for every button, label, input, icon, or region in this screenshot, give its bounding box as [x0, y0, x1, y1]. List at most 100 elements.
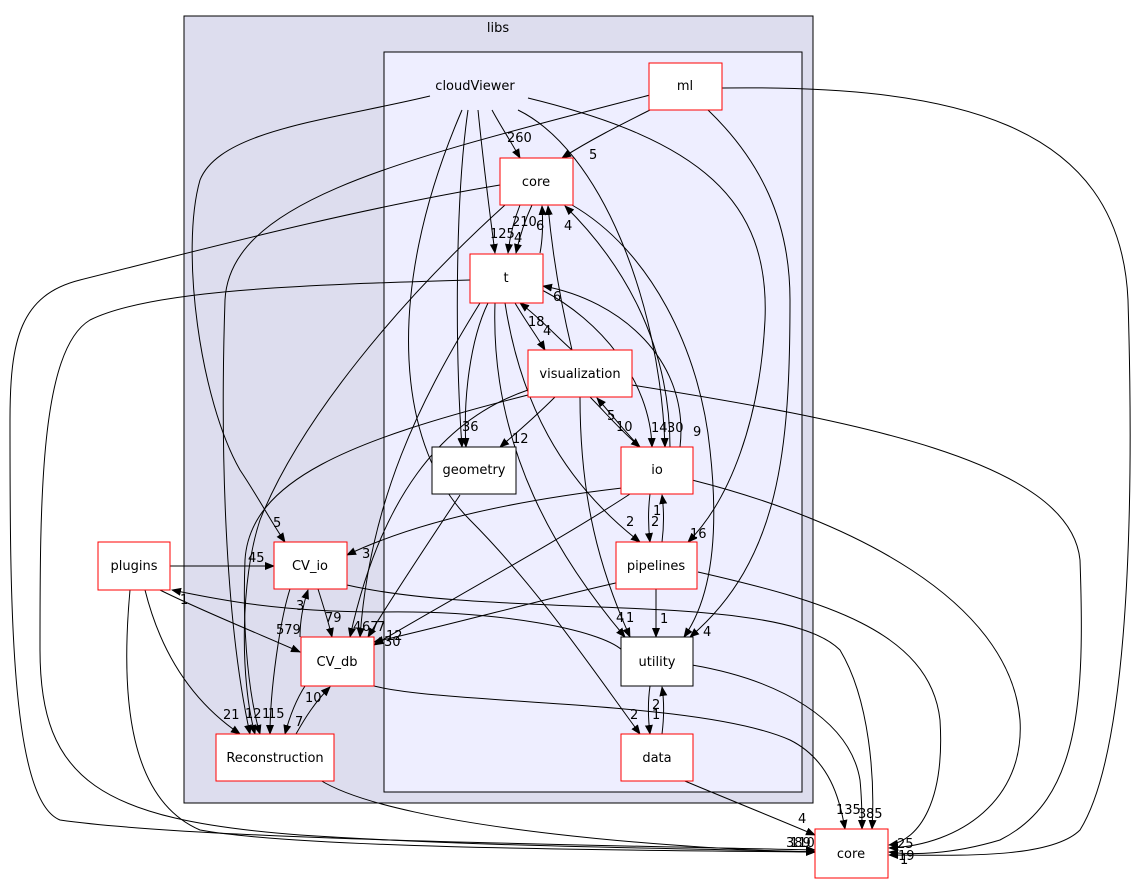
edge-pipelines-cvdb [373, 581, 621, 644]
edge-label: 79 [325, 611, 342, 626]
edge-label: 4 [798, 812, 806, 827]
node-cv-db[interactable]: CV_db [300, 636, 375, 687]
edge-label: 21 [223, 708, 240, 723]
edge-label: 4 [703, 625, 711, 640]
node-ml-label: ml [677, 79, 693, 94]
edge-label: 4 [514, 231, 522, 246]
edge-label: 4 [353, 620, 361, 635]
edge-t-vis [514, 302, 546, 351]
edge-cvdb-cvio [299, 589, 309, 638]
edge-io-core [564, 205, 671, 448]
edge-label: 1 [652, 708, 660, 723]
edge-vis-cvdb [348, 389, 529, 638]
node-core-inner-label: core [522, 175, 550, 190]
edge-t-geometry [461, 302, 489, 448]
edge-cloudviewer-pipelines [527, 97, 766, 543]
edge-label: 12 [386, 629, 403, 644]
node-cv-db-label: CV_db [317, 655, 358, 670]
cluster-cloudviewer[interactable]: cloudViewer [383, 51, 803, 793]
edge-geometry-cvdb [367, 494, 461, 638]
node-ml[interactable]: ml [648, 62, 723, 111]
node-io[interactable]: io [620, 446, 694, 495]
edge-vis-outer [631, 384, 1082, 858]
edge-cloudviewer-io [517, 109, 669, 448]
edge-t-utility [494, 302, 626, 638]
edge-label: 4 [543, 324, 551, 339]
edge-reconstruction-cvdb [295, 686, 331, 735]
node-data-label: data [642, 751, 671, 766]
edge-core-t-1 [505, 204, 521, 254]
node-visualization-label: visualization [539, 367, 620, 382]
edge-cloudviewer-t [477, 109, 498, 254]
edge-cloudviewer-cvio [191, 95, 431, 543]
node-cv-io[interactable]: CV_io [273, 541, 348, 590]
edge-label: 45 [248, 551, 265, 566]
node-t[interactable]: t [469, 253, 544, 304]
node-t-label: t [503, 271, 508, 286]
node-utility[interactable]: utility [620, 636, 694, 687]
edge-io-cvdb [373, 493, 631, 646]
edge-io-vis [596, 397, 641, 448]
edge-core-reconstruction [243, 204, 506, 735]
node-cv-io-label: CV_io [292, 559, 328, 574]
edge-cvdb-outer [373, 685, 848, 830]
node-visualization[interactable]: visualization [527, 349, 633, 398]
edge-label: 4 [564, 219, 572, 234]
node-pipelines[interactable]: pipelines [615, 541, 698, 590]
edge-vis-t [519, 302, 573, 351]
node-plugins-label: plugins [111, 559, 158, 574]
edge-label: 6 [553, 290, 561, 305]
edge-t-pipelines [504, 302, 641, 543]
edge-labels: 260 5 210 125 4 6 4 6 18 4 36 12 5 10 14… [180, 131, 915, 868]
edge-label: 1 [660, 612, 668, 627]
edge-reconstruction-outer [319, 779, 816, 856]
edge-label: 3 [362, 547, 370, 562]
node-pipelines-label: pipelines [627, 559, 686, 574]
edge-cvio-reconstruction [266, 588, 291, 735]
edge-label: 25 [897, 837, 914, 852]
edge-label: 19 [898, 849, 915, 864]
edge-ml-reconstruction [222, 94, 651, 735]
node-core-inner[interactable]: core [499, 157, 574, 206]
node-geometry[interactable]: geometry [431, 446, 517, 495]
edge-cvdb-reconstruction [283, 685, 306, 735]
edge-label: 7 [295, 715, 303, 730]
edge-utility-outer [691, 664, 866, 830]
edge-pipelines-io [659, 494, 668, 543]
edge-label: 7 [377, 620, 385, 635]
edge-label: 125 [490, 227, 515, 242]
edge-ml-outer [721, 87, 1131, 860]
edge-data-outer [679, 778, 816, 836]
edge-vis-geometry [499, 396, 556, 448]
edge-label: 1 [900, 853, 908, 868]
edge-io-pipelines [644, 493, 653, 543]
node-io-label: io [651, 463, 663, 478]
edge-ml-core [561, 109, 651, 159]
edge-label: 389 [786, 836, 811, 851]
node-plugins[interactable]: plugins [97, 541, 171, 591]
edge-label: 110 [790, 836, 815, 851]
edge-utility-plugins [171, 587, 623, 651]
edges [9, 87, 1131, 860]
edge-cloudviewer-data [408, 109, 641, 735]
edge-plugins-outer [126, 589, 816, 856]
edge-label: 30 [667, 421, 684, 436]
edge-label: 579 [276, 623, 301, 638]
edge-label: 210 [512, 215, 537, 230]
edge-label: 12 [512, 432, 529, 447]
node-data[interactable]: data [620, 733, 694, 782]
edge-label: 16 [690, 527, 707, 542]
edge-label: 135 [836, 803, 861, 818]
edge-label: 2 [626, 515, 634, 530]
edge-plugins-cvdb [159, 589, 301, 653]
nodes: ml core t visualization geometry io pipe… [97, 62, 889, 879]
edge-cloudviewer-geometry [456, 109, 469, 448]
edge-label: 1 [180, 593, 188, 608]
edge-label: 15 [268, 707, 285, 722]
edge-label: 10 [616, 420, 633, 435]
node-core-outer[interactable]: core [814, 828, 889, 879]
edge-t-core [538, 205, 547, 254]
node-reconstruction[interactable]: Reconstruction [215, 733, 335, 782]
edge-label: 30 [384, 635, 401, 650]
